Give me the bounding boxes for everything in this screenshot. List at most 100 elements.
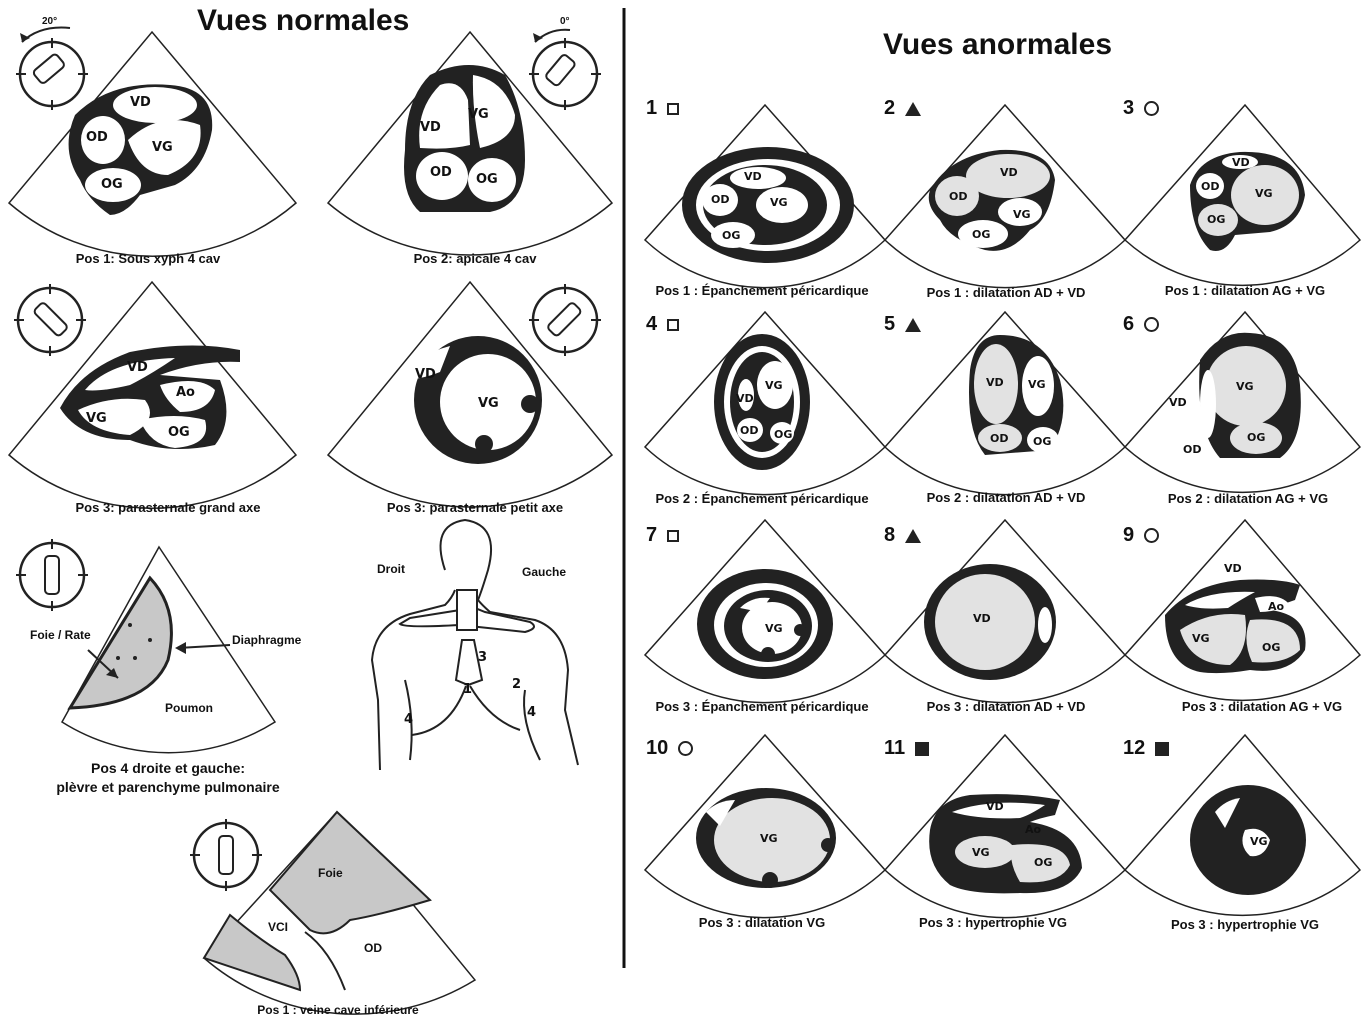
- chamber-label: VD: [973, 612, 991, 625]
- chamber-label: VD: [986, 376, 1004, 389]
- probe-icon-6: [190, 819, 262, 891]
- probe-icon-5: [16, 539, 88, 611]
- chamber-label: VG: [1013, 208, 1031, 221]
- circle-outline-icon: [1144, 101, 1159, 116]
- normal-views-title: Vues normales: [197, 4, 409, 38]
- chamber-label: VG: [86, 411, 107, 426]
- view-number-11: 11: [884, 737, 929, 760]
- probe-icon-1: [16, 28, 88, 110]
- circle-outline-icon: [1144, 317, 1159, 332]
- square-filled-icon: [1155, 742, 1169, 756]
- view-number-8: 8: [884, 524, 921, 547]
- chamber-label: Ao: [1268, 600, 1284, 613]
- view-number-1: 1: [646, 97, 679, 120]
- chamber-label: OD: [949, 190, 967, 203]
- body-diagram: [372, 520, 578, 770]
- chamber-label: OG: [1034, 856, 1052, 869]
- body-position-2: 2: [512, 677, 521, 692]
- chamber-label: VG: [152, 140, 173, 155]
- ivc-caption: Pos 1 : veine cave inférieure: [257, 1003, 418, 1017]
- probe-icon-3: [14, 284, 86, 356]
- chamber-label: OG: [972, 228, 990, 241]
- chamber-label: VG: [1236, 380, 1254, 393]
- abnormal-caption-11: Pos 3 : hypertrophie VG: [919, 915, 1067, 930]
- chamber-label: OG: [1033, 435, 1051, 448]
- chamber-label: OG: [168, 425, 190, 440]
- chamber-label: VD: [415, 367, 436, 382]
- abnormal-caption-1: Pos 1 : Épanchement péricardique: [655, 283, 868, 298]
- chamber-label: VG: [1250, 835, 1268, 848]
- body-position-4-right: 4: [404, 712, 413, 727]
- chamber-label: VD: [744, 170, 762, 183]
- chamber-label: OG: [101, 177, 123, 192]
- chamber-label: VD: [420, 120, 441, 135]
- probe-icon-2: [529, 30, 601, 110]
- triangle-icon: [905, 529, 921, 543]
- abnormal-caption-10: Pos 3 : dilatation VG: [699, 915, 825, 930]
- body-position-1: 1: [463, 682, 472, 697]
- normal-caption-4: Pos 3: parasternale petit axe: [387, 500, 563, 515]
- probe-angle-1: 20°: [42, 16, 57, 27]
- chamber-label: OD: [990, 432, 1008, 445]
- chamber-label: VG: [478, 396, 499, 411]
- chamber-label: VG: [1255, 187, 1273, 200]
- normal-caption-3: Pos 3: parasternale grand axe: [76, 500, 261, 515]
- abnormal-views-title: Vues anormales: [883, 28, 1112, 62]
- view-number-10: 10: [646, 737, 693, 760]
- chamber-label: Ao: [1025, 823, 1041, 836]
- chamber-label: VD: [1000, 166, 1018, 179]
- abnormal-caption-6: Pos 2 : dilatation AG + VG: [1168, 491, 1328, 506]
- chamber-label: OG: [774, 428, 792, 441]
- label-od: OD: [364, 941, 382, 955]
- body-position-4-left: 4: [527, 705, 536, 720]
- abnormal-caption-8: Pos 3 : dilatation AD + VD: [927, 699, 1086, 714]
- chamber-label: VD: [986, 800, 1004, 813]
- abnormal-view-4-diagram: [714, 334, 810, 470]
- chamber-label: VG: [468, 107, 489, 122]
- view-number-12: 12: [1123, 737, 1169, 760]
- chamber-label: VD: [127, 360, 148, 375]
- lung-view-diagram: [62, 547, 275, 753]
- view-number-5: 5: [884, 313, 921, 336]
- chamber-label: VG: [760, 832, 778, 845]
- chamber-label: VG: [972, 846, 990, 859]
- abnormal-view-12-diagram: [1190, 785, 1306, 895]
- circle-outline-icon: [1144, 528, 1159, 543]
- abnormal-caption-5: Pos 2 : dilatation AD + VD: [927, 490, 1086, 505]
- chamber-label: VD: [130, 95, 151, 110]
- normal-caption-1: Pos 1: Sous xyph 4 cav: [76, 251, 221, 266]
- body-position-3: 3: [478, 650, 487, 665]
- view-number-6: 6: [1123, 313, 1159, 336]
- chamber-label: VG: [1192, 632, 1210, 645]
- circle-outline-icon: [678, 741, 693, 756]
- view-number-4: 4: [646, 313, 679, 336]
- abnormal-caption-4: Pos 2 : Épanchement péricardique: [655, 491, 868, 506]
- chamber-label: OD: [86, 130, 108, 145]
- chamber-label: VG: [765, 622, 783, 635]
- abnormal-view-1-diagram: [682, 147, 854, 263]
- label-vci: VCI: [268, 920, 288, 934]
- chamber-label: VG: [765, 379, 783, 392]
- label-left: Gauche: [522, 565, 566, 579]
- abnormal-caption-2: Pos 1 : dilatation AD + VD: [927, 285, 1086, 300]
- abnormal-caption-3: Pos 1 : dilatation AG + VG: [1165, 283, 1325, 298]
- chamber-label: OG: [1207, 213, 1225, 226]
- triangle-icon: [905, 102, 921, 116]
- chamber-label: Ao: [176, 385, 195, 400]
- view-number-2: 2: [884, 97, 921, 120]
- chamber-label: OG: [722, 229, 740, 242]
- chamber-label: OD: [430, 165, 452, 180]
- square-outline-icon: [667, 530, 679, 542]
- chamber-label: OD: [1201, 180, 1219, 193]
- label-right: Droit: [377, 562, 405, 576]
- chamber-label: VD: [1232, 156, 1250, 169]
- normal-caption-2: Pos 2: apicale 4 cav: [414, 251, 537, 266]
- chamber-label: VD: [1224, 562, 1242, 575]
- label-diaphragm: Diaphragme: [232, 633, 301, 647]
- view-number-9: 9: [1123, 524, 1159, 547]
- chamber-label: OG: [476, 172, 498, 187]
- chamber-label: OG: [1247, 431, 1265, 444]
- chamber-label: VD: [736, 392, 754, 405]
- view-number-7: 7: [646, 524, 679, 547]
- chamber-label: OD: [740, 424, 758, 437]
